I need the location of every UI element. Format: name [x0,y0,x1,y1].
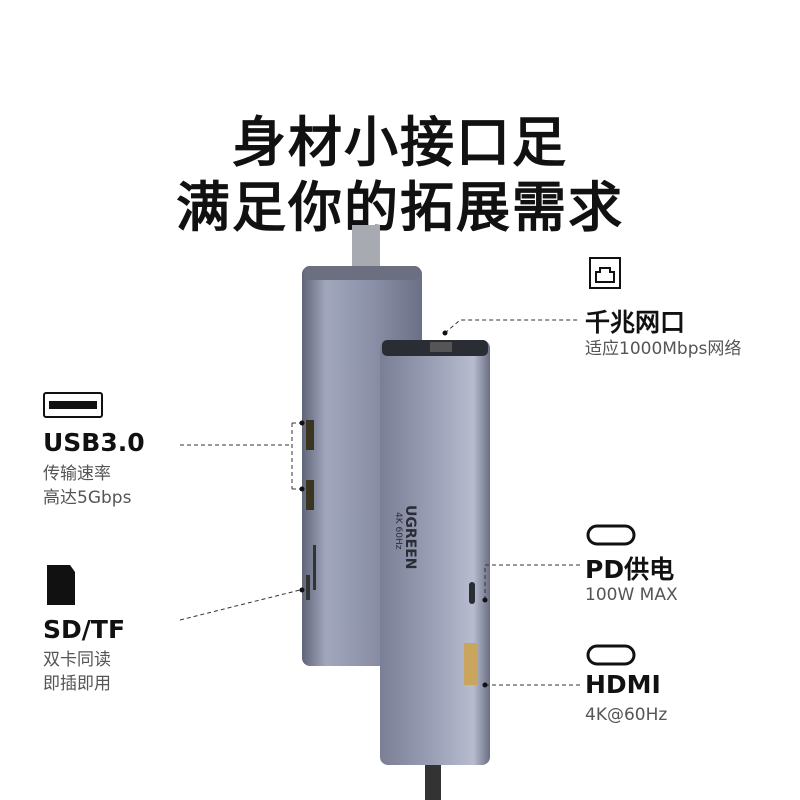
usb-c-port [469,582,475,604]
sd-title: SD/TF [43,615,126,644]
usb-a-port-icon [43,392,103,418]
sd-desc-1: 双卡同读 [43,650,111,670]
ethernet-title: 千兆网口 [585,308,686,337]
tf-slot [306,575,310,600]
usb-port-1 [306,420,314,450]
usb-port-2 [306,480,314,510]
pd-title: PD供电 [585,555,675,584]
hdmi-port-icon [586,644,636,666]
top-cable [352,225,380,270]
headline-line-2: 满足你的拓展需求 [176,176,624,239]
usb-desc-2: 高达5Gbps [43,488,132,508]
ethernet-desc: 适应1000Mbps网络 [585,339,742,359]
device-brand: UGREEN [402,505,418,570]
sd-card-icon [47,565,75,605]
device-spec: 4K 60Hz [393,512,403,550]
usb-title: USB3.0 [43,428,145,457]
hdmi-title: HDMI [585,670,661,699]
pd-desc: 100W MAX [585,585,678,605]
sd-desc-2: 即插即用 [43,674,111,694]
hdmi-desc: 4K@60Hz [585,705,668,725]
ethernet-port-icon [589,257,621,289]
hub-front-body [380,340,490,765]
ethernet-port [430,342,452,352]
usb-c-port-icon [586,524,636,546]
headline-line-1: 身材小接口足 [232,111,568,174]
bottom-cable [425,755,441,800]
sd-slot [313,545,316,590]
hdmi-port [464,643,478,685]
usb-desc-1: 传输速率 [43,464,111,484]
